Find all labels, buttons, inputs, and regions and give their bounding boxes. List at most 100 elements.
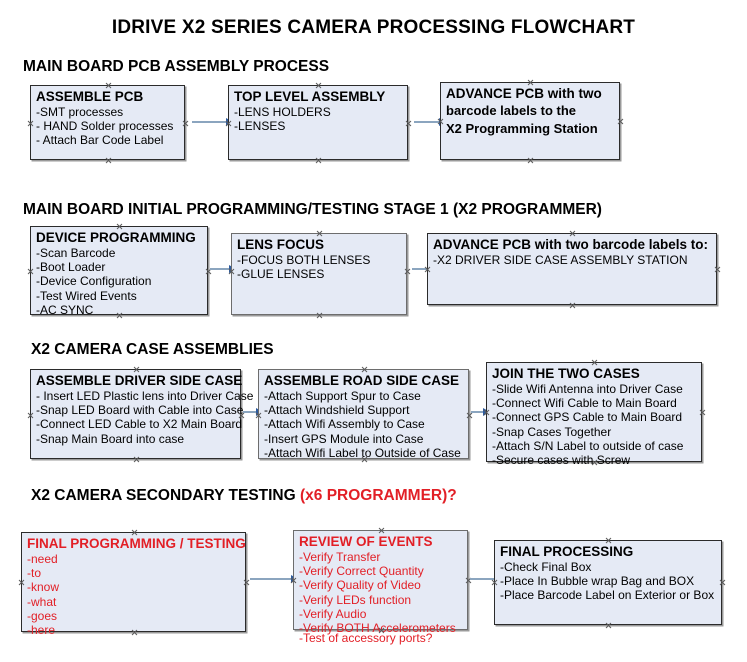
flow-box-title: ASSEMBLE DRIVER SIDE CASE (36, 373, 243, 388)
flow-box-title: FINAL PROCESSING (500, 544, 634, 559)
resize-handle-right[interactable] (182, 120, 189, 127)
flow-box-line: -to (27, 566, 42, 581)
resize-handle-top[interactable] (378, 527, 385, 534)
flow-box-title: ADVANCE PCB with two barcode labels to: (433, 237, 709, 252)
flow-box-line: - HAND Solder processes (36, 119, 174, 134)
resize-handle-right[interactable] (404, 268, 411, 275)
flow-box-line: -Attach Windshield Support (264, 403, 410, 418)
resize-handle-bottom[interactable] (133, 456, 140, 463)
flow-box-line: -Boot Loader (36, 260, 106, 275)
resize-handle-left[interactable] (27, 120, 34, 127)
connector-top-level-to-advance-pcb (414, 121, 442, 123)
flow-box-line: -Attach S/N Label to outside of case (492, 438, 684, 453)
flow-box-title: ADVANCE PCB with two (446, 86, 602, 101)
resize-handle-top[interactable] (131, 529, 138, 536)
flow-box-line: -LENSES (234, 119, 286, 134)
flow-box-line: -Verify Transfer (299, 550, 381, 564)
resize-handle-right[interactable] (405, 120, 412, 127)
section-heading-text: MAIN BOARD PCB ASSEMBLY PROCESS (23, 58, 330, 75)
flow-box-line: -Connect GPS Cable to Main Board (492, 410, 683, 425)
resize-handle-bottom[interactable] (315, 157, 322, 164)
flow-box-device-programming[interactable]: DEVICE PROGRAMMING -Scan Barcode -Boot L… (27, 223, 208, 317)
resize-handle-bottom[interactable] (605, 622, 612, 629)
connector-assemble-pcb-to-top-level (192, 121, 229, 123)
resize-handle-right[interactable] (714, 266, 721, 273)
section-heading-text: X2 CAMERA SECONDARY TESTING (31, 487, 300, 504)
flow-box-title: DEVICE PROGRAMMING (36, 230, 196, 245)
connector-device-programming-to-lens-focus (210, 268, 232, 270)
resize-handle-top[interactable] (116, 223, 123, 230)
resize-handle-top[interactable] (105, 82, 112, 89)
flow-box-final-programming-testing[interactable]: FINAL PROGRAMMING / TESTING -need -to -k… (18, 529, 246, 637)
flow-box-line: -LENS HOLDERS (234, 105, 331, 119)
flow-box-line: -Snap Cases Together (492, 424, 612, 439)
flow-box-line: barcode labels to the (446, 103, 577, 118)
flow-box-line: -Slide Wifi Antenna into Driver Case (492, 382, 683, 396)
resize-handle-right[interactable] (466, 412, 473, 419)
resize-handle-top[interactable] (605, 537, 612, 544)
connector-road-side-to-join-cases (471, 411, 486, 413)
flow-box-title: REVIEW OF EVENTS (299, 534, 433, 549)
section-heading-x2-camera-case-assemblies: X2 CAMERA CASE ASSEMBLIES (31, 341, 274, 359)
flow-box-line: - Attach Bar Code Label (36, 133, 164, 148)
flow-box-lens-focus[interactable]: LENS FOCUS -FOCUS BOTH LENSES -GLUE LENS… (231, 233, 407, 315)
connector-driver-side-to-road-side (243, 411, 260, 413)
resize-handle-right[interactable] (699, 409, 706, 416)
resize-handle-top[interactable] (315, 82, 322, 89)
resize-handle-left[interactable] (18, 579, 25, 586)
flow-box-assemble-pcb[interactable]: ASSEMBLE PCB -SMT processes - HAND Solde… (30, 85, 185, 160)
flow-box-line: -AC SYNC (36, 302, 94, 317)
flow-box-line: -Attach Wifi Assembly to Case (264, 417, 425, 432)
resize-handle-bottom[interactable] (316, 312, 323, 319)
flow-box-final-processing[interactable]: FINAL PROCESSING -Check Final Box -Place… (494, 540, 722, 625)
connector-lens-focus-to-advance-pcb (412, 268, 437, 270)
resize-handle-left[interactable] (27, 412, 34, 419)
resize-handle-top[interactable] (569, 230, 576, 237)
flow-box-line: -Attach Support Spur to Case (264, 389, 421, 403)
resize-handle-left[interactable] (491, 579, 498, 586)
resize-handle-bottom[interactable] (105, 157, 112, 164)
flow-box-line: -what (27, 594, 57, 609)
flow-box-line: -FOCUS BOTH LENSES (237, 253, 371, 267)
flow-box-top-level-assembly[interactable]: TOP LEVEL ASSEMBLY -LENS HOLDERS -LENSES (228, 85, 408, 160)
flow-box-line: -SMT processes (36, 105, 124, 119)
flow-box-line: -Snap Main Board into case (36, 431, 185, 446)
flow-box-line: -goes (27, 608, 58, 623)
flow-box-line: -Snap LED Board with Cable into Case (36, 403, 244, 418)
section-heading-main-board-initial-programming: MAIN BOARD INITIAL PROGRAMMING/TESTING S… (23, 201, 602, 219)
resize-handle-bottom[interactable] (527, 157, 534, 164)
flow-box-line: -Verify LEDs function (299, 592, 412, 607)
section-heading-text: X2 CAMERA CASE ASSEMBLIES (31, 341, 274, 358)
resize-handle-top[interactable] (591, 359, 598, 366)
flow-box-line: -Insert GPS Module into Case (264, 431, 424, 446)
resize-handle-top[interactable] (527, 79, 534, 86)
flow-box-line: -Verify Quality of Video (299, 578, 421, 593)
flow-box-line: -GLUE LENSES (237, 267, 325, 282)
flow-box-line: -know (27, 580, 60, 595)
resize-handle-right[interactable] (617, 118, 624, 125)
flow-box-title: FINAL PROGRAMMING / TESTING (27, 536, 246, 551)
flow-box-line: -Secure cases with Screw (492, 453, 631, 468)
flow-box-line: -need (27, 552, 58, 566)
section-heading-main-board-pcb-assembly: MAIN BOARD PCB ASSEMBLY PROCESS (23, 58, 329, 76)
resize-handle-top[interactable] (133, 366, 140, 373)
flow-box-advance-pcb-driver-side-station[interactable]: ADVANCE PCB with two barcode labels to: … (427, 233, 717, 305)
flow-box-title: JOIN THE TWO CASES (492, 366, 640, 381)
flow-box-join-the-two-cases[interactable]: JOIN THE TWO CASES -Slide Wifi Antenna i… (486, 359, 702, 467)
flow-box-title: ASSEMBLE ROAD SIDE CASE (264, 373, 460, 388)
flow-box-assemble-road-side-case[interactable]: ASSEMBLE ROAD SIDE CASE -Attach Support … (258, 366, 469, 460)
flow-box-line: -Attach Wifi Label to Outside of Case (264, 445, 461, 460)
flow-box-title: TOP LEVEL ASSEMBLY (234, 89, 386, 104)
flow-box-line: -Verify BOTH Accelerometers (299, 621, 456, 636)
flow-box-advance-pcb-programming-station[interactable]: ADVANCE PCB with two barcode labels to t… (440, 82, 620, 160)
flow-box-line: -Verify Audio (299, 606, 367, 621)
resize-handle-right[interactable] (243, 579, 250, 586)
resize-handle-right[interactable] (719, 579, 726, 586)
flow-box-review-of-events[interactable]: REVIEW OF EVENTS -Verify Transfer -Verif… (293, 527, 468, 645)
resize-handle-top[interactable] (316, 230, 323, 237)
flow-box-assemble-driver-side-case[interactable]: ASSEMBLE DRIVER SIDE CASE - Insert LED P… (27, 366, 253, 459)
resize-handle-left[interactable] (27, 268, 34, 275)
flow-box-line: -Device Configuration (36, 274, 152, 289)
resize-handle-top[interactable] (361, 366, 368, 373)
resize-handle-bottom[interactable] (569, 302, 576, 309)
